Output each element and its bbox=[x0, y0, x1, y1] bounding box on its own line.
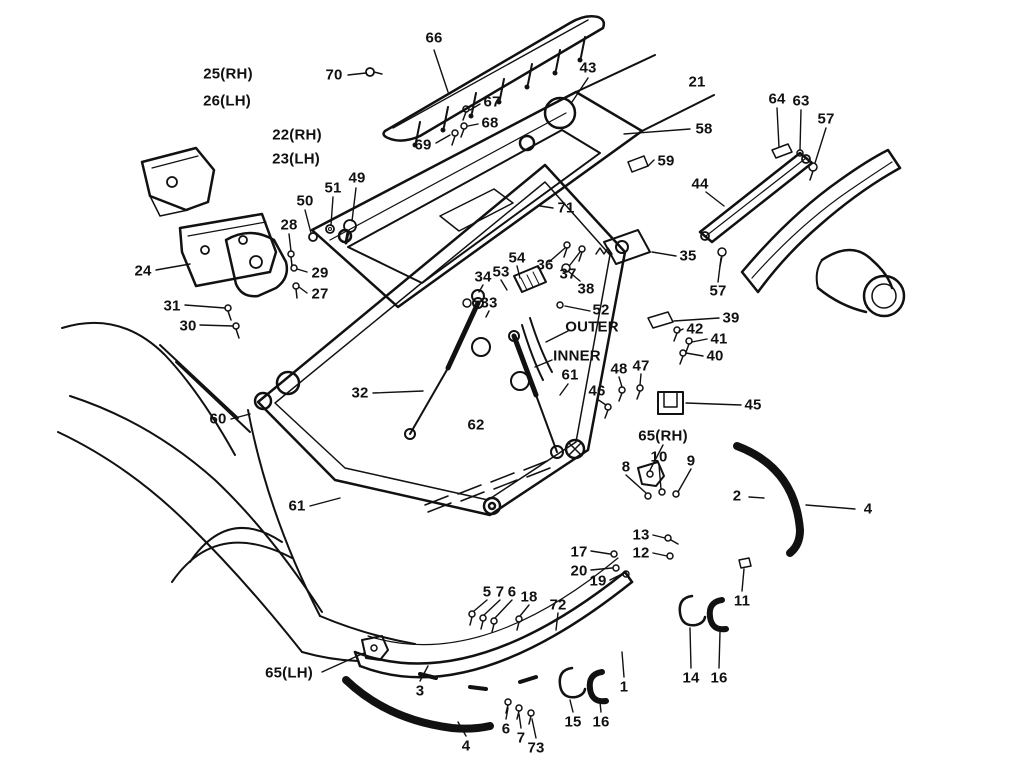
hinge-cluster bbox=[140, 67, 470, 339]
glass-frame bbox=[310, 54, 715, 309]
gas-struts bbox=[404, 297, 564, 459]
leader-lines bbox=[155, 49, 856, 739]
hatch-frame bbox=[253, 163, 627, 517]
bottom-finisher-and-seals bbox=[342, 442, 804, 733]
car-body-sketch bbox=[57, 321, 416, 662]
side-garnish-pieces bbox=[698, 143, 906, 318]
latch-hardware bbox=[462, 155, 727, 419]
top-molding bbox=[382, 15, 606, 148]
